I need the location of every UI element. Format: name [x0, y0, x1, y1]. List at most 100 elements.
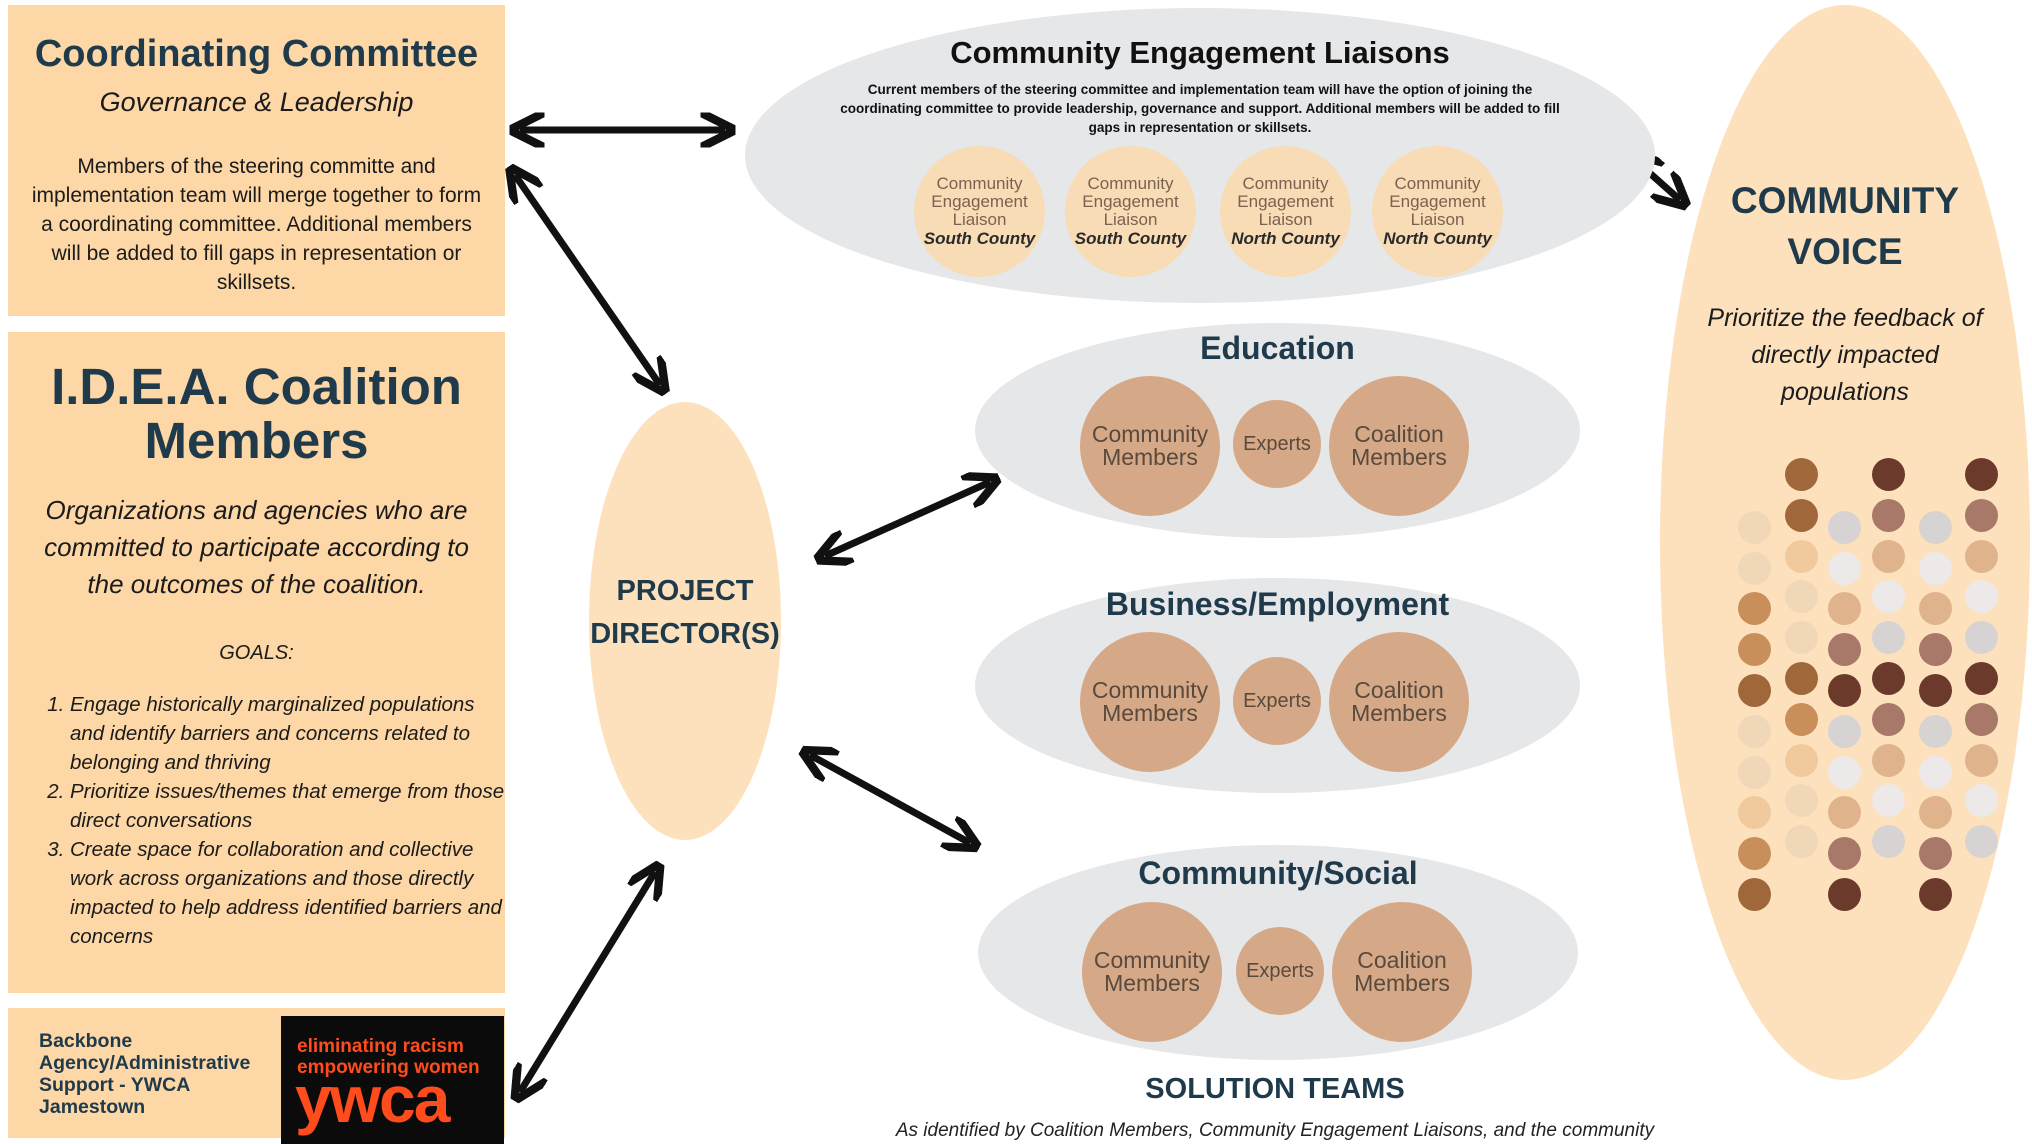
solution-teams-note: As identified by Coalition Members, Comm…	[895, 1120, 1655, 1141]
skin-tone-dot	[1919, 592, 1952, 625]
skin-tone-dot	[1965, 458, 1998, 491]
skin-tone-dot	[1965, 580, 1998, 613]
project-director-ellipse	[589, 402, 781, 840]
coordinating-committee-body: Members of the steering committe and imp…	[31, 155, 482, 294]
liaison-line: Engagement	[1237, 192, 1334, 211]
skin-tone-dot	[1738, 715, 1771, 748]
goals-list: Engage historically marginalized populat…	[40, 690, 510, 951]
skin-tone-dot	[1872, 621, 1905, 654]
liaison-line: Community	[936, 174, 1023, 193]
skin-tone-dot	[1785, 703, 1818, 736]
coordinating-committee-subtitle: Governance & Leadership	[99, 87, 414, 117]
skin-tone-dot	[1785, 784, 1818, 817]
cel-ellipse	[745, 8, 1655, 303]
backbone-panel: Backbone Agency/Administrative Support -…	[8, 1008, 505, 1144]
liaison-circle: Community Engagement Liaison North Count…	[1372, 146, 1503, 277]
cel-description: Current members of the steering committe…	[840, 82, 1560, 135]
skin-tone-dot	[1919, 796, 1952, 829]
skin-tone-dot	[1785, 458, 1818, 491]
skin-tone-dot	[1738, 633, 1771, 666]
skin-tone-dot	[1785, 744, 1818, 777]
skin-tone-dot	[1872, 458, 1905, 491]
goal-item: Engage historically marginalized populat…	[70, 690, 510, 777]
project-director-line2: DIRECTOR(S)	[590, 618, 780, 650]
skin-tone-dot	[1919, 715, 1952, 748]
liaison-line: Community	[1242, 174, 1329, 193]
logo-tagline: eliminating racism empowering women	[297, 1036, 480, 1078]
liaison-region: South County	[1074, 229, 1187, 248]
project-director-label: PROJECT DIRECTOR(S)	[589, 570, 781, 656]
business-experts: Experts	[1233, 657, 1321, 745]
skin-tone-dot	[1965, 540, 1998, 573]
skin-tone-dot	[1785, 621, 1818, 654]
coordinating-committee-panel: Coordinating Committee Governance & Lead…	[8, 5, 505, 316]
skin-tone-dot	[1872, 825, 1905, 858]
arrow-pd-education	[825, 482, 990, 556]
logo-tagline-1: eliminating racism	[297, 1036, 464, 1057]
community-voice-description: Prioritize the feedback of directly impa…	[1707, 304, 1983, 406]
backbone-text: Backbone Agency/Administrative Support -…	[39, 1030, 251, 1118]
skin-tone-dot	[1919, 633, 1952, 666]
skin-tone-dot	[1965, 499, 1998, 532]
skin-tone-dot	[1828, 511, 1861, 544]
skin-tone-dot	[1828, 715, 1861, 748]
arrow-cc-pd	[515, 175, 660, 385]
liaison-line: Engagement	[1082, 192, 1179, 211]
liaison-circle: Community Engagement Liaison South Count…	[1065, 146, 1196, 277]
skin-tone-dot	[1738, 837, 1771, 870]
community-social-coalition-members: Coalition Members	[1332, 902, 1472, 1042]
skin-tone-dot	[1738, 592, 1771, 625]
skin-tone-dot	[1828, 837, 1861, 870]
skin-tone-dot	[1919, 837, 1952, 870]
skin-tone-dot	[1872, 784, 1905, 817]
goal-item: Prioritize issues/themes that emerge fro…	[70, 777, 510, 835]
arrow-pd-community	[810, 755, 970, 843]
liaison-line: Liaison	[1410, 210, 1465, 229]
project-director-line1: PROJECT	[616, 575, 754, 607]
skin-tone-dot	[1965, 703, 1998, 736]
skin-tone-dot	[1828, 796, 1861, 829]
community-social-community-members: Community Members	[1082, 902, 1222, 1042]
logo-tagline-2: empowering women	[297, 1057, 480, 1078]
skin-tone-dot	[1738, 756, 1771, 789]
skin-tone-dot	[1872, 703, 1905, 736]
business-community-members: Community Members	[1080, 632, 1220, 772]
idea-coalition-panel: I.D.E.A. Coalition Members Organizations…	[8, 332, 505, 993]
skin-tone-dot	[1872, 662, 1905, 695]
skin-tone-dot	[1965, 825, 1998, 858]
education-community-members: Community Members	[1080, 376, 1220, 516]
skin-tone-dot	[1965, 621, 1998, 654]
skin-tone-dot	[1872, 499, 1905, 532]
skin-tone-dot	[1785, 499, 1818, 532]
skin-tone-dot	[1738, 796, 1771, 829]
liaison-line: Engagement	[931, 192, 1028, 211]
community-voice-line1: COMMUNITY	[1730, 180, 1960, 221]
education-title: Education	[1200, 330, 1355, 366]
solution-teams-label: SOLUTION TEAMS	[1145, 1073, 1405, 1105]
skin-tone-dot	[1828, 552, 1861, 585]
skin-tone-dot	[1965, 744, 1998, 777]
skin-tone-dot	[1738, 674, 1771, 707]
skin-tone-dot	[1738, 878, 1771, 911]
goals-heading: GOALS:	[219, 642, 294, 664]
skin-tone-dot	[1872, 744, 1905, 777]
community-social-title: Community/Social	[1138, 855, 1418, 891]
skin-tone-dot	[1872, 540, 1905, 573]
ywca-logo: eliminating racism empowering women ywca	[281, 1016, 504, 1144]
skin-tone-dot	[1919, 674, 1952, 707]
skin-tone-dot	[1919, 756, 1952, 789]
community-voice-line2: VOICE	[1787, 231, 1903, 272]
liaison-line: Community	[1394, 174, 1481, 193]
education-coalition-members: Coalition Members	[1329, 376, 1469, 516]
coordinating-committee-title: Coordinating Committee	[34, 33, 479, 75]
liaison-line: Engagement	[1389, 192, 1486, 211]
skin-tone-dot	[1919, 511, 1952, 544]
liaison-line: Liaison	[1103, 210, 1158, 229]
skin-tone-dot	[1828, 878, 1861, 911]
idea-coalition-title: I.D.E.A. Coalition Members	[51, 358, 462, 469]
liaison-circle: Community Engagement Liaison South Count…	[914, 146, 1045, 277]
liaison-line: Liaison	[952, 210, 1007, 229]
liaison-line: Community	[1087, 174, 1174, 193]
skin-tone-dot	[1785, 825, 1818, 858]
liaison-line: Liaison	[1258, 210, 1313, 229]
